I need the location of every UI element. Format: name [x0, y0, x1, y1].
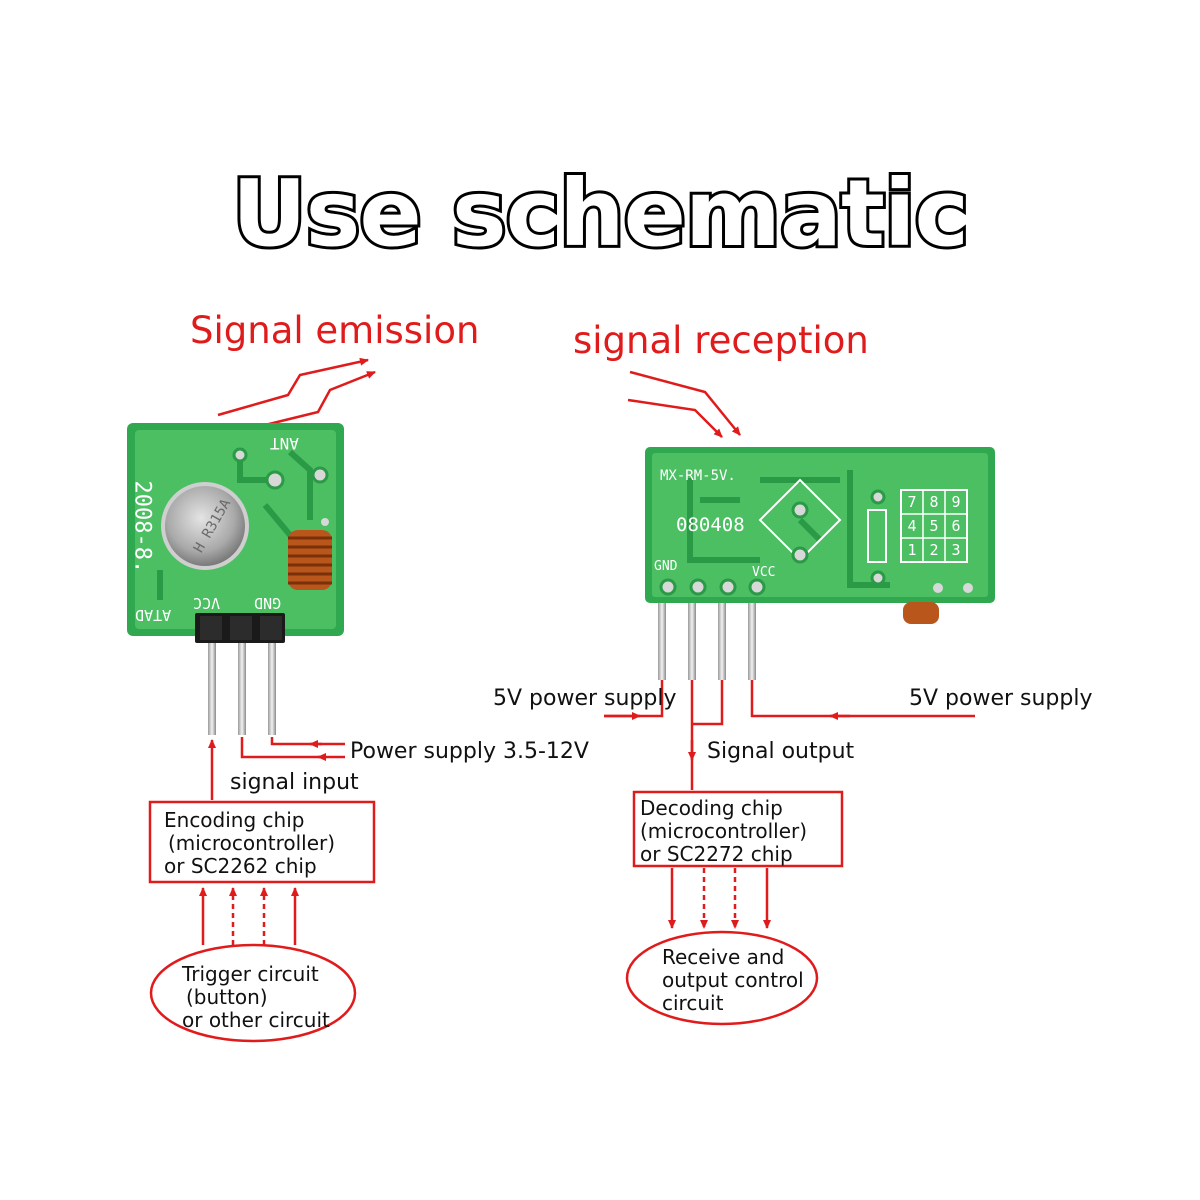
- signal-input-label: signal input: [230, 770, 359, 795]
- encoding-chip-box: [148, 800, 376, 884]
- control-circuit-line: circuit: [662, 991, 724, 1015]
- keypad-digit: 5: [929, 517, 939, 535]
- receiver-vcc-label: VCC: [752, 565, 776, 580]
- signal-output-label: Signal output: [707, 739, 855, 764]
- decoding-chip-text: Decoding chip (microcontroller) or SC227…: [640, 797, 807, 866]
- encoding-chip-text: Encoding chip (microcontroller) or SC226…: [164, 809, 335, 878]
- power-supply-label: Power supply 3.5-12V: [350, 739, 589, 764]
- encoding-chip-line: (microcontroller): [168, 831, 336, 855]
- decoder-to-control-arrows: [668, 868, 771, 929]
- receiver-pins: [658, 603, 756, 680]
- receiver-model-label: MX-RM-5V.: [660, 468, 736, 484]
- page-title: Use schematic: [229, 160, 972, 267]
- transmitter-pins: [208, 643, 276, 735]
- transmitter-board: [127, 423, 344, 643]
- control-circuit-ellipse: [625, 930, 819, 1026]
- decoding-chip-line: Decoding chip: [640, 796, 783, 820]
- encoding-chip-line: Encoding chip: [164, 808, 305, 832]
- receiver-code-label: 080408: [676, 514, 745, 536]
- receiver-wiring: [604, 680, 975, 790]
- keypad-digit: 3: [951, 541, 961, 559]
- encoding-chip-line: or SC2262 chip: [164, 854, 317, 878]
- transmitter-pin-vcc-label: VCC: [193, 594, 221, 612]
- transmitter-pin-data-label: ATAD: [135, 606, 172, 624]
- reception-wave-arrows: [627, 370, 741, 438]
- emission-wave-arrows: [217, 357, 376, 427]
- receiver-keypad-grid: 7 8 9 4 5 6 1 2 3: [901, 490, 967, 562]
- signal-emission-heading: Signal emission: [190, 309, 480, 352]
- trigger-circuit-text: Trigger circuit (button) or other circui…: [182, 963, 330, 1032]
- trigger-to-encoder-arrows: [199, 887, 299, 945]
- decoding-chip-line: (microcontroller): [640, 819, 808, 843]
- antenna-coil: [288, 530, 332, 590]
- control-circuit-line: output control: [662, 968, 804, 992]
- signal-reception-heading: signal reception: [573, 319, 869, 362]
- receiver-board: [645, 447, 995, 624]
- trigger-circuit-ellipse: [149, 943, 357, 1043]
- decoding-chip-box: [632, 790, 844, 868]
- decoding-chip-line: or SC2272 chip: [640, 842, 793, 866]
- control-circuit-text: Receive and output control circuit: [662, 946, 804, 1015]
- control-circuit-line: Receive and: [662, 945, 785, 969]
- keypad-digit: 4: [907, 517, 917, 535]
- keypad-digit: 2: [929, 541, 939, 559]
- keypad-digit: 1: [907, 541, 917, 559]
- transmitter-model-label: FS1000A: [97, 480, 118, 556]
- keypad-digit: 6: [951, 517, 961, 535]
- trigger-circuit-line: or other circuit: [182, 1008, 330, 1032]
- transmitter-ant-label: ANT: [270, 434, 299, 453]
- transmitter-wiring: [208, 737, 345, 800]
- receiver-gnd-label: GND: [654, 559, 678, 574]
- keypad-digit: 7: [907, 493, 917, 511]
- transmitter-date-label: 2008-8.: [129, 480, 155, 574]
- trigger-circuit-line: (button): [186, 985, 268, 1009]
- trigger-circuit-line: Trigger circuit: [182, 962, 319, 986]
- keypad-digit: 8: [929, 493, 939, 511]
- power-supply-left-label: 5V power supply: [493, 686, 677, 711]
- transmitter-pin-gnd-label: GND: [254, 594, 282, 612]
- keypad-digit: 9: [951, 493, 961, 511]
- power-supply-right-label: 5V power supply: [909, 686, 1093, 711]
